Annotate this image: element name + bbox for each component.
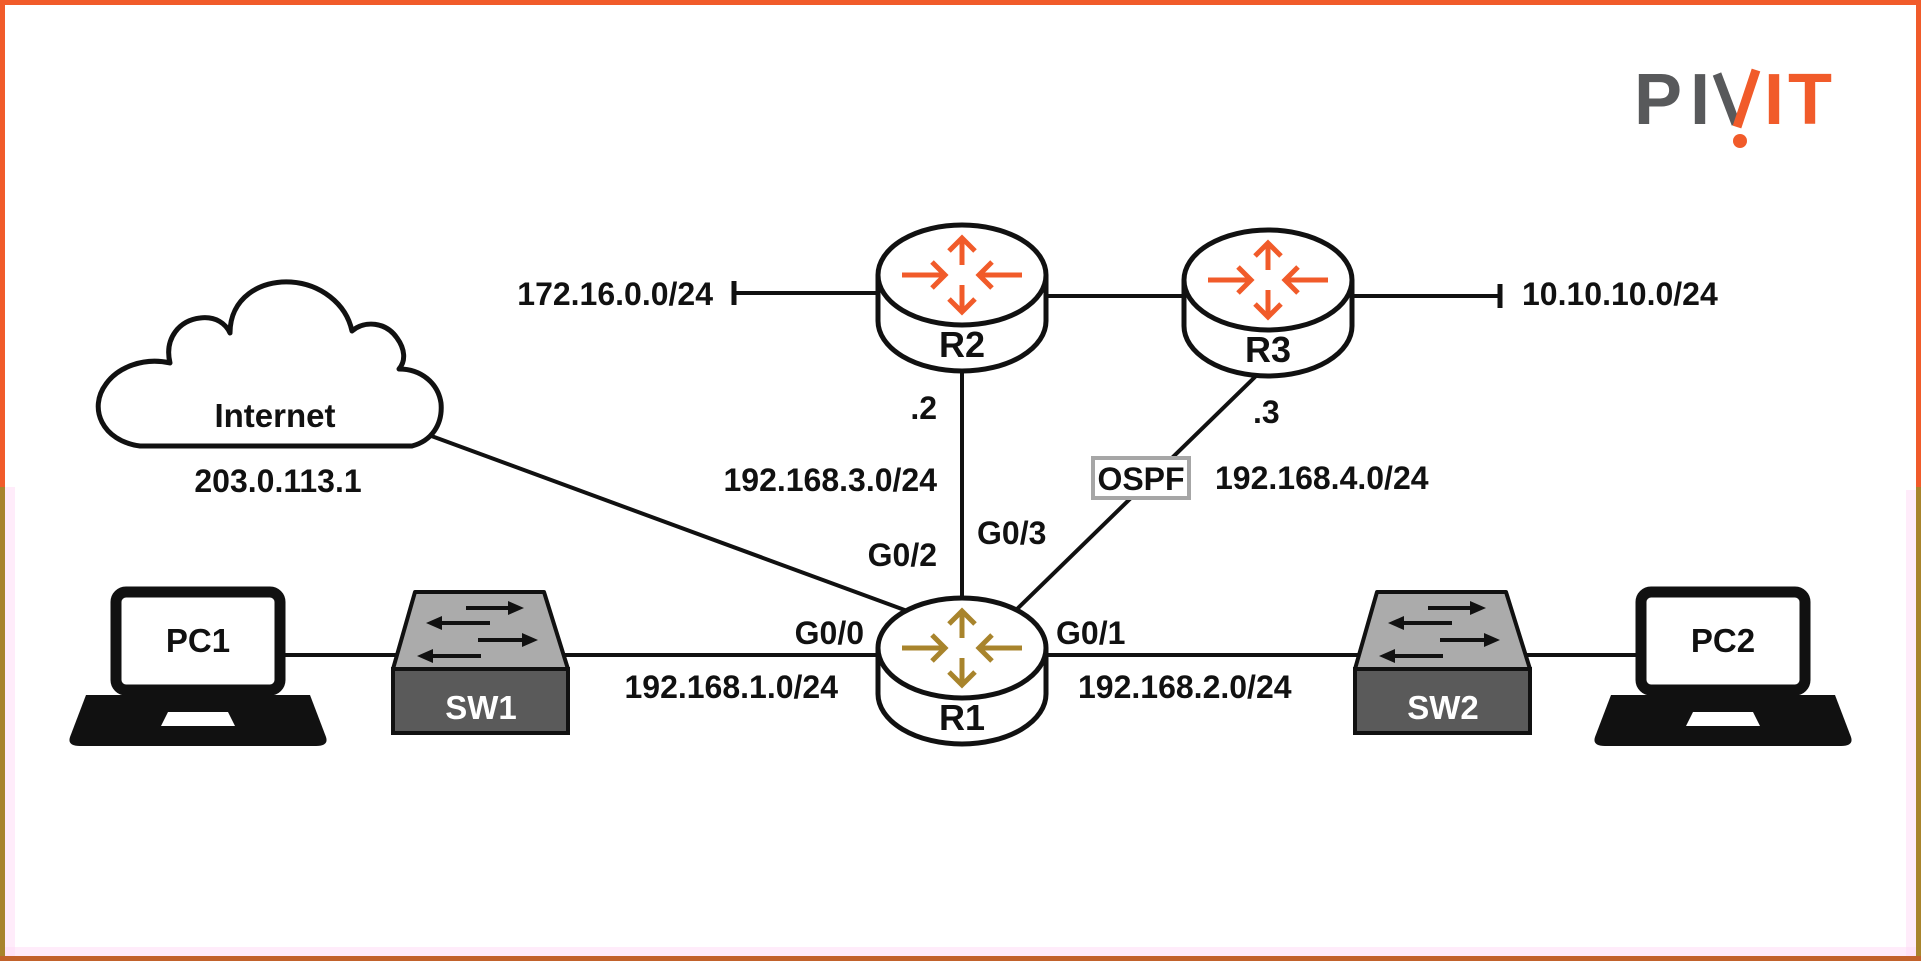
frame-border-left-lower (0, 487, 5, 961)
network-label-192-168-4-0: 192.168.4.0/24 (1215, 460, 1429, 496)
ospf-badge-label: OSPF (1097, 461, 1184, 497)
switch-sw2-label: SW2 (1407, 689, 1479, 726)
network-label-172-16-0-0: 172.16.0.0/24 (517, 276, 713, 312)
frame-tint-bottom (5, 947, 1916, 956)
frame-border-left-upper (0, 0, 5, 487)
logo-letter-v (1712, 68, 1761, 148)
frame-border-bottom (0, 956, 1921, 961)
router-r2-label: R2 (939, 324, 985, 365)
internet-label: Internet (214, 397, 335, 434)
switch-sw1-label: SW1 (445, 689, 517, 726)
router-r3-label: R3 (1245, 329, 1291, 370)
logo-exclamation-dot (1733, 134, 1747, 148)
internet-address-label: 203.0.113.1 (194, 463, 361, 499)
host-suffix-r2: .2 (910, 390, 937, 426)
network-label-192-168-1-0: 192.168.1.0/24 (624, 669, 838, 705)
interface-label-g0-0: G0/0 (795, 615, 864, 651)
pc1-laptop-icon (69, 592, 326, 746)
host-suffix-r3: .3 (1253, 394, 1280, 430)
router-r1-label: R1 (939, 697, 985, 738)
network-label-192-168-3-0: 192.168.3.0/24 (723, 462, 937, 498)
pc2-laptop-icon (1594, 592, 1851, 746)
ospf-badge-box (1091, 456, 1191, 500)
logo-letter-t: T (1788, 60, 1832, 140)
logo-letter-i1: I (1690, 60, 1710, 140)
interface-label-g0-3: G0/3 (977, 515, 1046, 551)
annotations: 172.16.0.0/24 10.10.10.0/24 .2 192.168.3… (517, 276, 1718, 705)
network-label-192-168-2-0: 192.168.2.0/24 (1078, 669, 1292, 705)
pc2-label: PC2 (1691, 622, 1755, 659)
interface-label-g0-2: G0/2 (868, 537, 937, 573)
network-label-10-10-10-0: 10.10.10.0/24 (1522, 276, 1718, 312)
ospf-badge: OSPF (1091, 456, 1191, 500)
interface-label-g0-1: G0/1 (1056, 615, 1125, 651)
internet-cloud-icon (95, 279, 444, 449)
pivit-logo: P I I T (1634, 60, 1832, 148)
frame-tint-left (5, 487, 15, 956)
links (278, 281, 1645, 657)
frame-border-right-lower (1916, 487, 1921, 961)
frame-tint-right (1906, 490, 1916, 956)
frame-border-top (0, 0, 1921, 5)
internet-cloud: Internet (95, 279, 444, 449)
logo-letter-p: P (1634, 60, 1682, 140)
frame-border-right-upper (1916, 0, 1921, 487)
link-internet-r1 (425, 432, 911, 614)
logo-letter-i2: I (1764, 60, 1784, 140)
pc1-label: PC1 (166, 622, 230, 659)
